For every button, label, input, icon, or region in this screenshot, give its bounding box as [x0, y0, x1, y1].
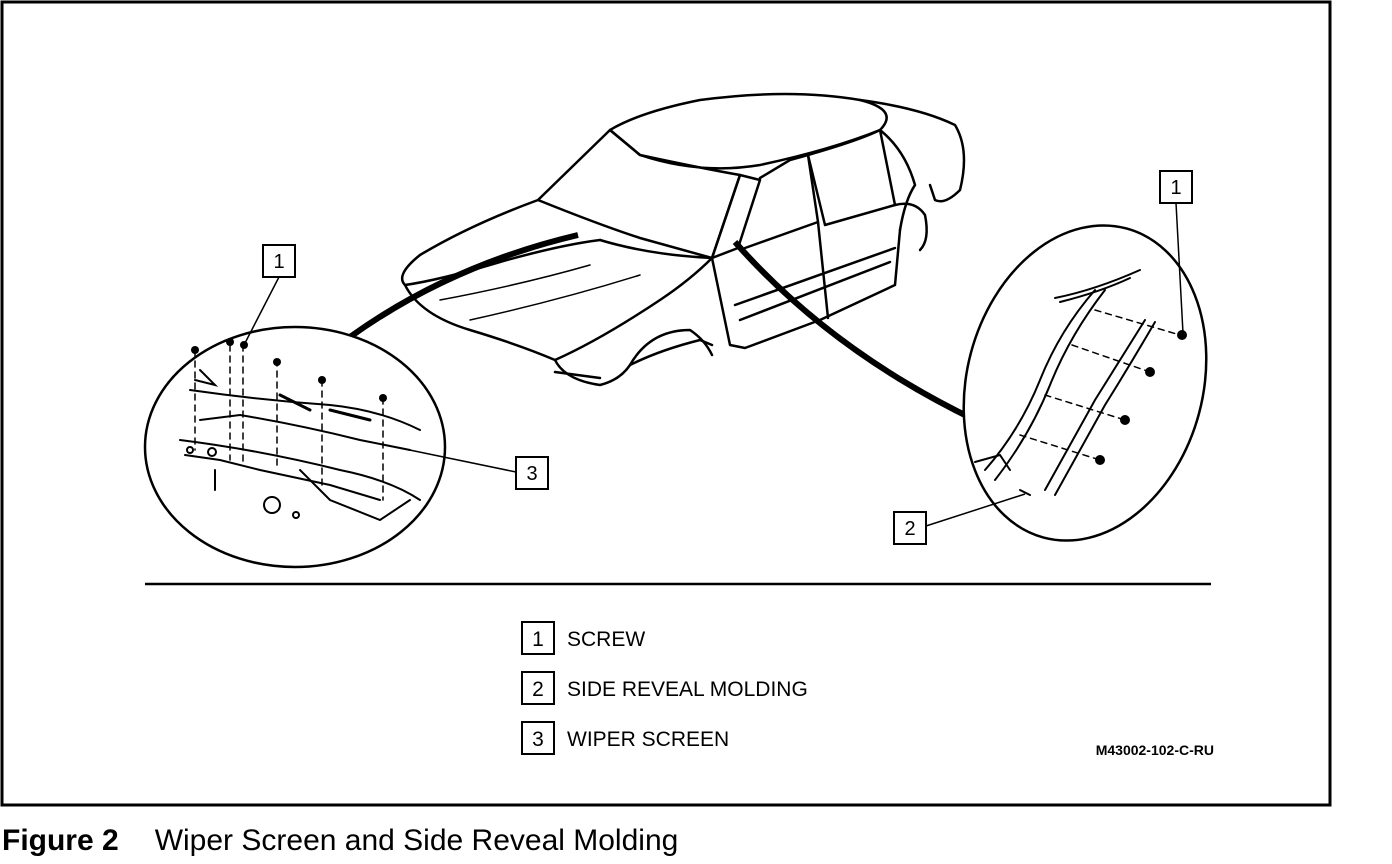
callout-left-screw: 1: [243, 244, 296, 346]
callout-wiper-screen-label: 3: [526, 463, 537, 485]
legend-item: 3 WIPER SCREEN: [521, 721, 729, 755]
wiper-screen-parts: [179, 338, 421, 522]
legend-item: 1 SCREW: [521, 621, 645, 655]
callout-molding-label: 2: [904, 518, 915, 540]
callout-right-screw: 1: [1159, 170, 1193, 334]
figure-border: [0, 0, 1332, 807]
figure-title: Wiper Screen and Side Reveal Molding: [154, 824, 679, 857]
legend-item-label: SIDE REVEAL MOLDING: [567, 678, 808, 701]
legend-item-label: SCREW: [567, 628, 645, 651]
wiper-screen-detail-oval: [143, 325, 447, 569]
figure-caption: Figure 2 Wiper Screen and Side Reveal Mol…: [2, 824, 678, 858]
leader-sweep-right: [732, 240, 977, 423]
callout-right-screw-label: 1: [1170, 177, 1181, 199]
figure-code: M43002-102-C-RU: [1096, 742, 1214, 758]
legend-item: 2 SIDE REVEAL MOLDING: [521, 671, 808, 705]
legend: 1 SCREW 2 SIDE REVEAL MOLDING 3 WIPER SC…: [521, 621, 808, 755]
legend-item-label: WIPER SCREEN: [567, 728, 729, 751]
molding-parts: [974, 269, 1187, 496]
callout-left-screw-label: 1: [273, 251, 284, 273]
car-illustration: [400, 92, 966, 387]
legend-item-number: 2: [532, 678, 544, 701]
figure-number: Figure 2: [2, 824, 119, 857]
legend-item-number: 3: [532, 728, 544, 751]
legend-item-number: 1: [532, 628, 544, 651]
callout-molding: 2: [893, 493, 1026, 545]
molding-detail-oval: [962, 224, 1208, 542]
callout-wiper-screen: 3: [399, 447, 549, 490]
